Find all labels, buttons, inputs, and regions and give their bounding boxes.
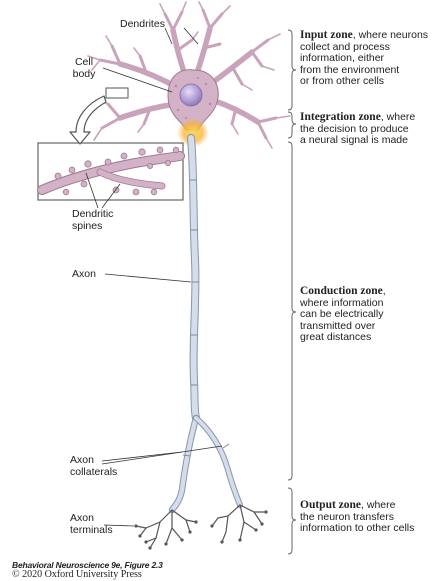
output-zone-line-2: the neuron transfers bbox=[300, 510, 394, 523]
conduction-zone-line-1: , bbox=[382, 285, 386, 297]
zoom-arrow bbox=[69, 95, 107, 145]
axon-terminals bbox=[135, 504, 267, 549]
zoom-source-box bbox=[105, 87, 129, 99]
integration-zone-line-1: , where bbox=[380, 111, 416, 123]
output-zone-text: Output zone, where the neuron transfers … bbox=[300, 499, 440, 535]
dendrites-label: Dendrites bbox=[120, 18, 165, 30]
output-zone-line-3: information to other cells bbox=[300, 522, 415, 535]
dendritic-spines-label-line-2: spines bbox=[72, 220, 103, 232]
cell-body-label-line-1: Cell bbox=[74, 56, 94, 68]
integration-zone-title: Integration zone bbox=[300, 111, 381, 123]
dendritic-spines-label: Dendritic spines bbox=[72, 208, 113, 232]
axon bbox=[187, 134, 200, 422]
output-zone-line-1: , where bbox=[361, 499, 396, 511]
terminal-buttons bbox=[134, 510, 268, 550]
axon-label: Axon bbox=[72, 268, 96, 280]
integration-zone-line-2: the decision to produce bbox=[300, 122, 409, 135]
input-zone-text: Input zone, where neurons collect and pr… bbox=[300, 29, 440, 88]
axon-collaterals bbox=[168, 414, 243, 514]
integration-zone-text: Integration zone, where the decision to … bbox=[300, 111, 440, 147]
nucleus bbox=[179, 83, 203, 107]
cell-body-label-line-2: body bbox=[72, 68, 96, 80]
zone-brackets bbox=[287, 29, 297, 555]
leader-lines bbox=[85, 27, 223, 527]
input-zone-line-3: information, either bbox=[300, 52, 385, 65]
axon-collaterals-label: Axon collaterals bbox=[70, 454, 117, 478]
input-zone-line-1: , where neurons bbox=[352, 29, 429, 41]
input-zone-line-5: or from other cells bbox=[300, 75, 385, 88]
axon-hillock-glow bbox=[177, 119, 209, 149]
output-zone-title: Output zone bbox=[300, 499, 362, 511]
axon-terminals-label-line-1: Axon bbox=[70, 512, 94, 524]
conduction-zone-line-4: transmitted over bbox=[300, 319, 376, 332]
axon-terminals-label-line-2: terminals bbox=[70, 524, 113, 536]
input-zone-title: Input zone bbox=[300, 29, 353, 41]
axon-collaterals-label-line-2: collaterals bbox=[70, 466, 118, 478]
conduction-zone-title: Conduction zone bbox=[300, 285, 383, 297]
conduction-zone-line-5: great distances bbox=[300, 331, 372, 344]
integration-zone-line-3: a neural signal is made bbox=[300, 134, 408, 147]
copyright-caption: © 2020 Oxford University Press bbox=[12, 569, 142, 580]
axon-terminals-label: Axon terminals bbox=[70, 512, 113, 536]
conduction-zone-line-2: where information bbox=[300, 296, 384, 309]
input-zone-line-2: collect and process bbox=[300, 40, 390, 53]
figure-source-caption: Behavioral Neuroscience 9e, Figure 2.3 bbox=[12, 560, 163, 570]
input-zone-line-4: from the environment bbox=[300, 63, 400, 76]
conduction-zone-line-3: can be electrically bbox=[300, 308, 384, 321]
cell-body-label: Cell body bbox=[66, 56, 102, 80]
axon-collaterals-label-line-1: Axon bbox=[70, 454, 94, 466]
conduction-zone-text: Conduction zone, where information can b… bbox=[300, 285, 440, 344]
dendrite-spines-inset bbox=[37, 142, 185, 201]
cell-body-granules bbox=[174, 76, 212, 120]
dendritic-spines-label-line-1: Dendritic bbox=[72, 208, 114, 220]
